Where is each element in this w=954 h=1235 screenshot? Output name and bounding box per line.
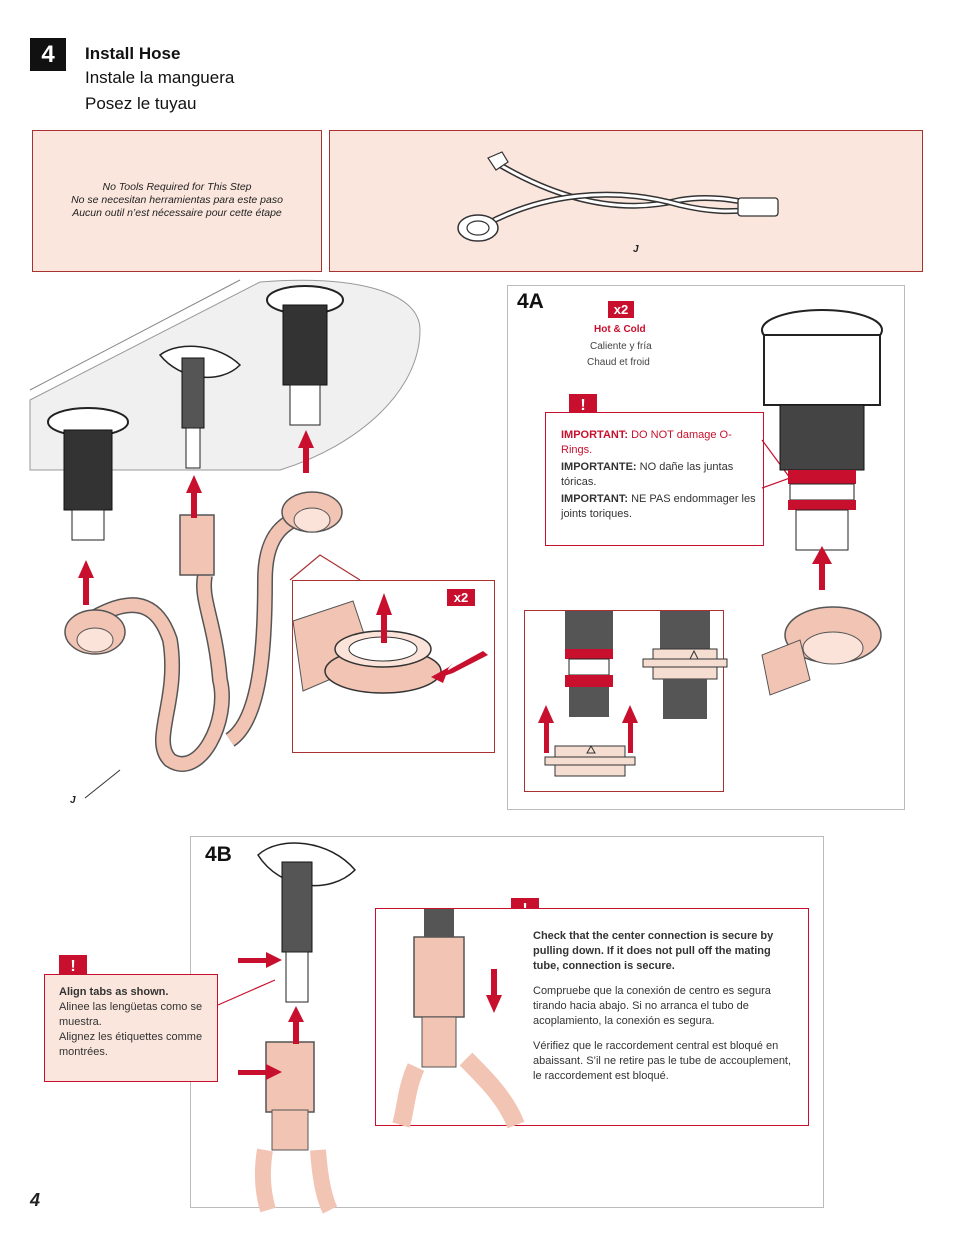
- warning-fr-text: NE PAS endommager les joints toriques.: [561, 493, 756, 520]
- panel-4b-label: 4B: [205, 843, 232, 866]
- step-title-fr: Posez le tuyau: [85, 94, 197, 113]
- center-valve-shank: [158, 345, 242, 469]
- oring-detail-illustration: [538, 611, 728, 777]
- align-warning-en: Align tabs as shown.: [59, 986, 169, 998]
- right-valve-shank: [266, 285, 344, 426]
- tools-required-box: No Tools Required for This Step No se ne…: [32, 130, 322, 272]
- up-arrows: [78, 430, 314, 605]
- align-tabs-warning-box: Align tabs as shown. Alinee las lengüeta…: [44, 974, 218, 1082]
- warning-en-text: DO NOT damage O-Rings.: [561, 429, 732, 456]
- parts-box: [329, 130, 923, 272]
- main-hose-label: J: [70, 795, 76, 806]
- tools-note-en: No Tools Required for This Step: [102, 181, 252, 193]
- zoom-qty-badge: x2: [447, 589, 475, 606]
- part-label-j: J: [633, 244, 639, 255]
- warning-es-prefix: IMPORTANTE:: [561, 461, 637, 473]
- connection-warning-en: Check that the center connection is secu…: [533, 930, 774, 972]
- step-title-en: Install Hose: [85, 44, 181, 63]
- zoom-detail-box: x2: [292, 580, 495, 753]
- tools-note-es: No se necesitan herramientas para este p…: [71, 194, 283, 206]
- panel-4a-label: 4A: [517, 290, 544, 313]
- page-number: 4: [30, 1190, 41, 1210]
- connection-warning-es: Compruebe que la conexión de centro es s…: [533, 985, 771, 1027]
- connection-pull-illustration: [392, 909, 525, 1129]
- panel-4a-qty-badge: x2: [608, 301, 634, 318]
- hot-cold-en: Hot & Cold: [594, 324, 646, 335]
- warning-es-text: NO dañe las juntas tóricas.: [561, 461, 734, 488]
- oring-warning-box: IMPORTANT: DO NOT damage O-Rings. IMPORT…: [545, 412, 764, 546]
- connection-warning-fr: Vérifiez que le raccordement central est…: [533, 1040, 792, 1082]
- warning-fr-prefix: IMPORTANT:: [561, 493, 629, 505]
- hot-cold-fr: Chaud et froid: [587, 357, 650, 368]
- tools-note-fr: Aucun outil n’est nécessaire pour cette …: [72, 207, 282, 219]
- tools-note: No Tools Required for This Step No se ne…: [33, 181, 321, 220]
- left-valve-shank: [47, 407, 129, 541]
- connection-check-box: Check that the center connection is secu…: [375, 908, 809, 1129]
- step-title-es: Instale la manguera: [85, 68, 235, 87]
- align-warning-fr: Alignez les étiquettes comme montrées.: [59, 1031, 203, 1058]
- hose-tab-zoom-illustration: [292, 593, 488, 694]
- oring-detail-box: [524, 610, 728, 792]
- hot-cold-es: Caliente y fría: [590, 341, 652, 352]
- step-number: 4: [30, 38, 66, 71]
- align-warning-es: Alinee las lengüetas como se muestra.: [59, 1001, 203, 1028]
- warning-en-prefix: IMPORTANT:: [561, 429, 629, 441]
